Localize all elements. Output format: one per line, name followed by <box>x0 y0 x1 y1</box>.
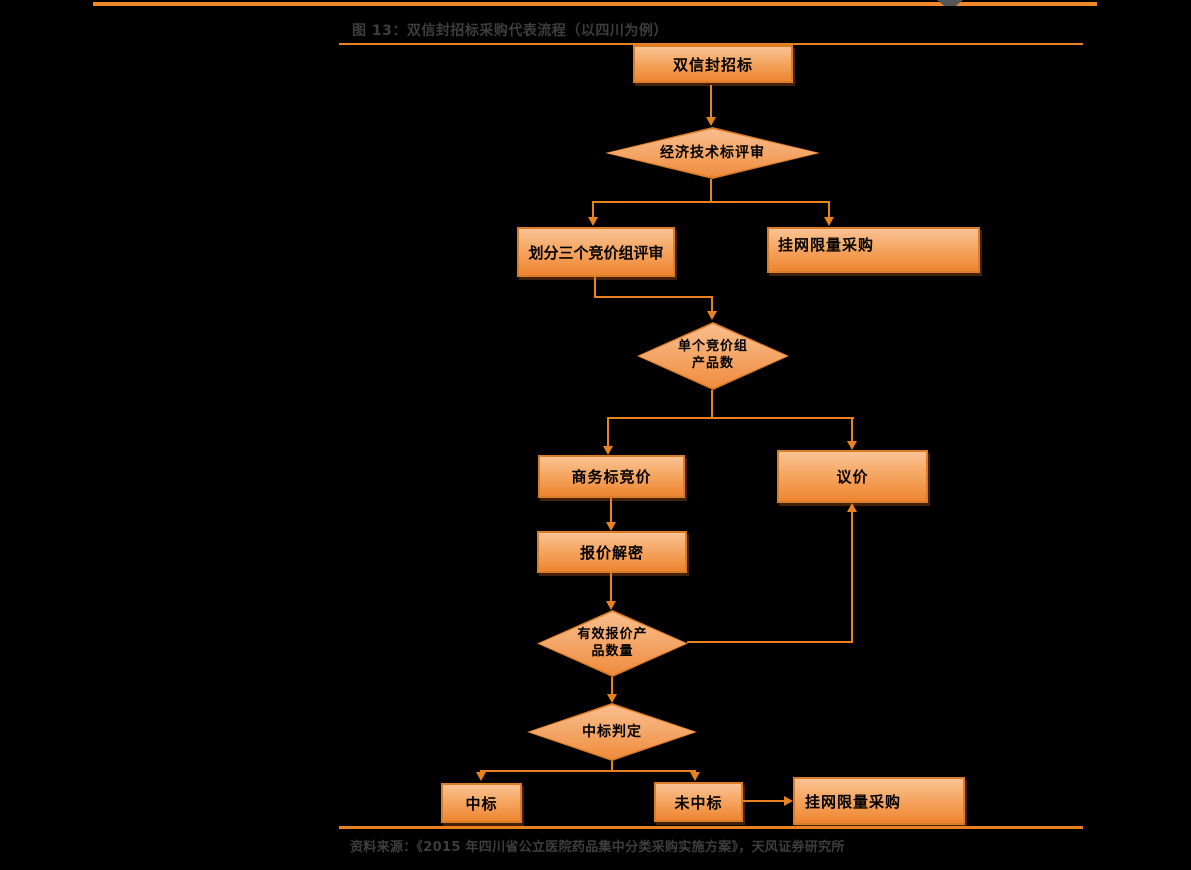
node-three-groups: 划分三个竞价组评审 <box>517 227 675 277</box>
node-tech-review: 经济技术标评审 <box>605 127 820 179</box>
node-three-groups-label: 划分三个竞价组评审 <box>528 243 664 262</box>
connector-quotedecrypt-validcount-line <box>610 573 612 601</box>
connector-to-awarded-arrowhead <box>476 772 486 781</box>
connector-to-groupcount-arrowhead <box>707 311 717 320</box>
node-awarded: 中标 <box>441 783 522 823</box>
connector-to-groupcount-line <box>711 296 713 312</box>
connector-to-listinglimit-top-line <box>828 201 830 218</box>
connector-threegroups-across <box>594 296 713 298</box>
valid-quote-count-diamond: 有效报价产 品数量 <box>539 612 686 675</box>
node-valid-quote-count: 有效报价产 品数量 <box>537 610 688 677</box>
node-quote-decrypt: 报价解密 <box>537 531 687 573</box>
connector-to-threegroups-line <box>592 201 594 218</box>
node-tech-review-label: 经济技术标评审 <box>660 144 765 161</box>
connector-to-negotiation-arrowhead <box>847 441 857 450</box>
top-rule <box>93 2 1097 6</box>
connector-validcount-award-line <box>611 677 613 695</box>
connector-to-commercialbid-arrowhead <box>603 446 613 455</box>
figure-source: 资料来源：《2015 年四川省公立医院药品集中分类采购实施方案》，天风证券研究所 <box>350 840 845 855</box>
figure-title: 图 13：双信封招标采购代表流程（以四川为例） <box>352 23 668 39</box>
node-negotiation: 议价 <box>777 450 928 503</box>
connector-notawarded-listinglimit-line <box>743 800 785 802</box>
node-quote-decrypt-label: 报价解密 <box>579 543 644 562</box>
connector-validcount-negotiation-arrowhead <box>847 503 857 512</box>
node-group-count-line2: 产品数 <box>691 356 734 371</box>
connector-to-notawarded-arrowhead <box>690 772 700 781</box>
node-negotiation-label: 议价 <box>836 468 869 486</box>
connector-award-stem <box>611 761 613 772</box>
tech-review-diamond: 经济技术标评审 <box>607 129 818 177</box>
node-listing-limit-top: 挂网限量采购 <box>767 227 980 273</box>
connector-groupcount-stem <box>711 390 713 419</box>
connector-commercialbid-quotedecrypt-arrowhead <box>606 522 616 531</box>
node-start: 双信封招标 <box>633 45 793 83</box>
title-underline <box>339 43 1083 45</box>
award-decision-diamond: 中标判定 <box>529 705 695 759</box>
node-not-awarded-label: 未中标 <box>674 793 723 812</box>
connector-award-branch <box>480 770 696 772</box>
node-listing-limit-top-label: 挂网限量采购 <box>778 236 875 254</box>
connector-to-commercialbid-line <box>607 417 609 446</box>
node-not-awarded: 未中标 <box>654 782 743 822</box>
node-start-label: 双信封招标 <box>672 55 753 74</box>
group-count-diamond: 单个竞价组 产品数 <box>639 324 787 388</box>
connector-validcount-negotiation-across <box>687 641 853 643</box>
connector-quotedecrypt-validcount-arrowhead <box>606 601 616 610</box>
connector-notawarded-listinglimit-arrowhead <box>784 796 793 806</box>
connector-validcount-award-arrowhead <box>607 694 617 703</box>
connector-threegroups-down <box>594 277 596 298</box>
node-listing-limit-bottom: 挂网限量采购 <box>793 777 965 825</box>
connector-start-techreview-arrowhead <box>706 117 716 126</box>
connector-commercialbid-quotedecrypt-line <box>610 498 612 522</box>
node-awarded-label: 中标 <box>465 794 498 813</box>
node-award-decision: 中标判定 <box>527 703 697 761</box>
node-valid-quote-count-line2: 品数量 <box>591 643 634 659</box>
connector-to-threegroups-arrowhead <box>588 217 598 226</box>
connector-techreview-stem <box>710 179 712 202</box>
connector-techreview-branch <box>592 201 830 203</box>
node-listing-limit-bottom-label: 挂网限量采购 <box>805 792 902 811</box>
node-valid-quote-count-line1: 有效报价产 <box>577 626 648 642</box>
node-group-count: 单个竞价组 产品数 <box>637 322 789 390</box>
page-drag-handle <box>937 0 963 6</box>
connector-to-negotiation-line <box>851 417 853 441</box>
connector-groupcount-branch <box>608 417 854 419</box>
node-group-count-line1: 单个竞价组 <box>677 339 748 355</box>
connector-validcount-negotiation-up <box>851 512 853 643</box>
node-commercial-bid: 商务标竞价 <box>538 455 685 498</box>
source-divider <box>339 826 1083 829</box>
connector-start-techreview-line <box>710 85 712 117</box>
node-commercial-bid-label: 商务标竞价 <box>571 468 652 486</box>
connector-to-listinglimit-top-arrowhead <box>824 217 834 226</box>
node-award-decision-label: 中标判定 <box>582 723 642 740</box>
